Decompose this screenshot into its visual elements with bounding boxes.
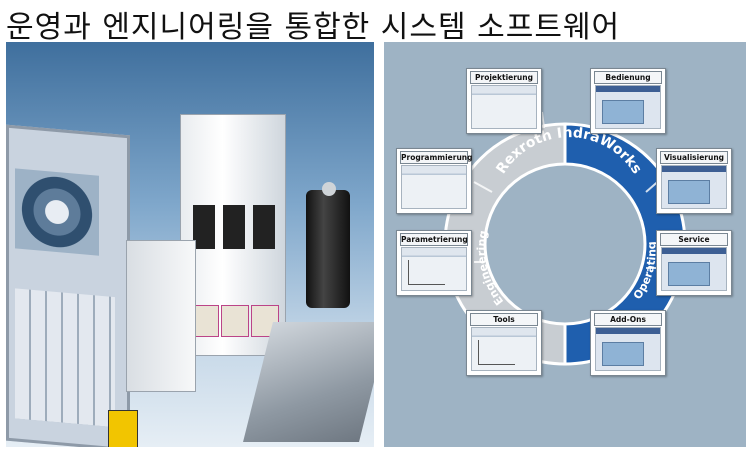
card-tools: Tools [466,310,542,376]
card-programmierung: Programmierung [396,148,473,214]
safety-label-image [108,410,138,447]
card-title: Tools [470,313,538,326]
card-title: Service [660,233,728,246]
screenshot-thumbnail [661,247,727,291]
screenshot-thumbnail [595,327,661,371]
card-title: Projektierung [470,71,538,84]
product-photo [6,42,374,447]
indraworks-ring: Rexroth IndraWorks Engineering Operating [443,111,687,366]
controller-module-image [126,240,196,392]
screenshot-thumbnail [471,85,537,129]
screenshot-thumbnail [661,165,727,209]
indraworks-diagram: Rexroth IndraWorks Engineering Operating… [384,42,746,447]
panel-screen-graphic [15,168,99,256]
card-add-ons: Add-Ons [590,310,666,376]
screenshot-thumbnail [401,247,467,291]
servo-motor-image [306,190,350,308]
panel-keypad-graphic [15,288,115,428]
page-heading: 운영과 엔지니어링을 통합한 시스템 소프트웨어 [6,10,621,45]
servo-drive-image [180,114,286,356]
card-parametrierung: Parametrierung [396,230,472,296]
screenshot-thumbnail [401,165,467,209]
card-title: Programmierung [400,151,473,164]
card-title: Parametrierung [400,233,468,246]
screenshot-thumbnail [471,327,537,371]
card-visualisierung: Visualisierung [656,148,732,214]
card-title: Bedienung [594,71,662,84]
card-title: Add-Ons [594,313,662,326]
card-bedienung: Bedienung [590,68,666,134]
card-projektierung: Projektierung [466,68,542,134]
screenshot-thumbnail [595,85,661,129]
card-title: Visualisierung [660,151,728,164]
operator-panel-image [6,124,130,447]
card-service: Service [656,230,732,296]
